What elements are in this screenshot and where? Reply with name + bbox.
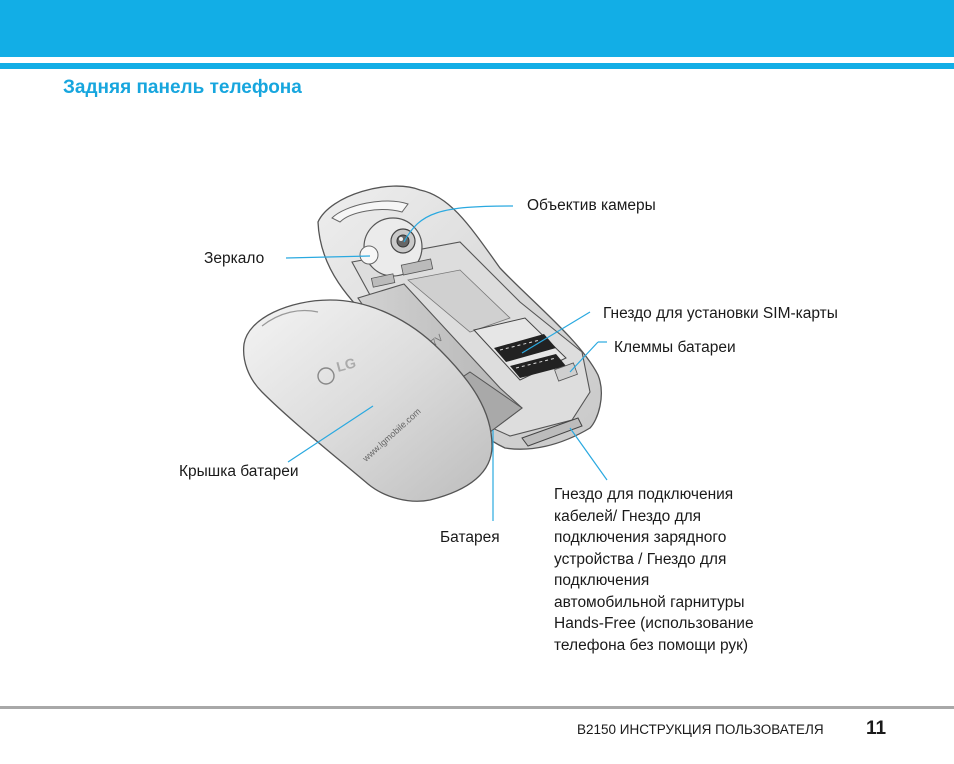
sim-slot-icon: [473, 317, 567, 381]
battery-terminals-icon: [554, 362, 578, 382]
header-rule: [0, 63, 954, 69]
callout-battery-terminals: [569, 341, 599, 373]
callout-sim-slot: [521, 311, 591, 354]
callout-mirror: [285, 255, 371, 259]
callout-battery-cover: [287, 405, 374, 463]
label-connector-line: Hands-Free (использование: [554, 615, 754, 632]
label-connector-line: телефона без помощи рук): [554, 636, 749, 654]
label-camera-lens: Объектив камеры: [527, 197, 656, 214]
label-connector-line: кабелей/ Гнездо для: [554, 507, 702, 525]
lg-logo-icon: [317, 367, 335, 385]
label-connector-line: устройства / Гнездо для: [554, 550, 727, 568]
page-title: Задняя панель телефона: [63, 77, 302, 98]
mirror-icon: [359, 245, 379, 265]
label-battery-cover: Крышка батареи: [179, 463, 299, 480]
label-connector: Гнездо для подключения кабелей/ Гнездо д…: [554, 484, 814, 656]
label-mirror: Зеркало: [204, 250, 265, 267]
label-connector-line: подключения: [554, 572, 650, 589]
label-connector-line: автомобильной гарнитуры: [554, 593, 745, 611]
callout-camera-lens: [403, 205, 514, 243]
svg-text:LG: LG: [335, 354, 358, 375]
connector-port-icon: [521, 417, 583, 447]
page-number: 11: [866, 718, 887, 739]
label-battery: Батарея: [440, 529, 500, 546]
label-battery-terminals: Клеммы батареи: [614, 339, 736, 356]
label-sim-slot: Гнездо для установки SIM-карты: [603, 305, 838, 322]
label-connector-line: подключения зарядного: [554, 529, 727, 546]
header-band: [0, 0, 954, 57]
footer-manual-title: B2150 ИНСТРУКЦИЯ ПОЛЬЗОВАТЕЛЯ: [577, 722, 824, 737]
footer-rule: [0, 706, 954, 709]
callout-connector: [569, 427, 608, 481]
label-connector-line: Гнездо для подключения: [554, 486, 734, 503]
speaker-grille: [331, 200, 409, 223]
battery-cover-icon: LG www.lgmobile.com: [242, 299, 493, 502]
